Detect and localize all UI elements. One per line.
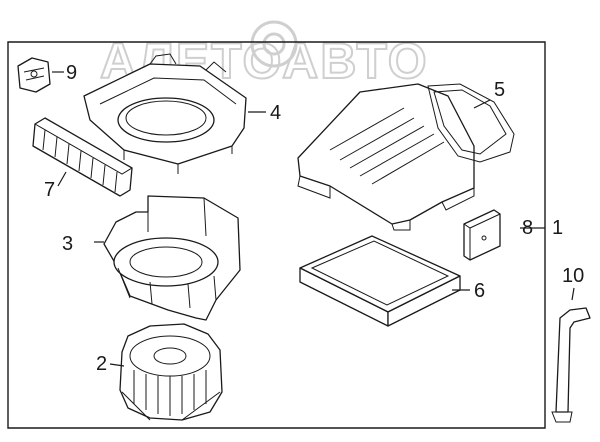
watermark-gear-icon bbox=[250, 20, 298, 68]
callout-9: 9 bbox=[66, 62, 77, 84]
callout-6: 6 bbox=[474, 280, 485, 302]
callout-8: 8 bbox=[522, 217, 533, 239]
callout-3: 3 bbox=[62, 233, 73, 255]
part-6-cabin-filter bbox=[299, 235, 461, 327]
part-2-blower-motor bbox=[119, 323, 223, 421]
callout-1: 1 bbox=[552, 217, 563, 239]
part-10-drain-hose bbox=[551, 307, 591, 423]
part-4-upper-housing bbox=[83, 53, 247, 174]
part-8-control-module bbox=[463, 209, 501, 261]
callout-5: 5 bbox=[494, 79, 505, 101]
callout-10: 10 bbox=[562, 265, 584, 287]
callout-7: 7 bbox=[44, 179, 55, 201]
callout-2: 2 bbox=[96, 353, 107, 375]
part-7-grille bbox=[32, 117, 133, 197]
part-3-scroll-housing bbox=[103, 195, 241, 321]
assembly-frame bbox=[7, 41, 546, 429]
part-5-hvac-case bbox=[297, 83, 515, 231]
part-9-bracket bbox=[17, 57, 51, 93]
callout-4: 4 bbox=[270, 102, 281, 124]
leader-lines bbox=[52, 71, 575, 367]
